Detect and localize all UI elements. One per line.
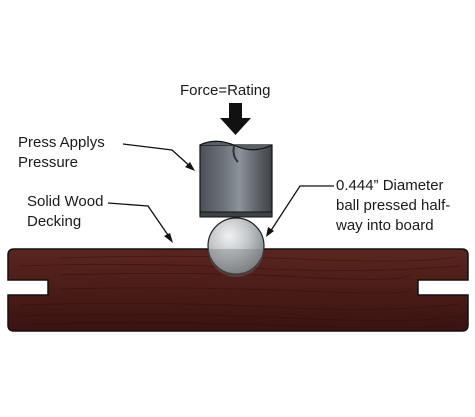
ball-label-line-2: ball pressed half- xyxy=(336,197,451,214)
board-body xyxy=(7,248,469,332)
wood-label-line-1: Solid Wood xyxy=(27,193,104,210)
leader-lines xyxy=(107,143,334,243)
press-label-line-1: Press Applys xyxy=(18,134,105,151)
press-leader-line xyxy=(122,143,193,169)
wood-leader-line xyxy=(107,202,171,239)
press-label: Press Applys Pressure xyxy=(18,133,105,173)
wood-label: Solid Wood Decking xyxy=(27,192,103,232)
down-arrow-icon xyxy=(220,103,251,135)
force-label: Force=Rating xyxy=(180,82,271,99)
ball-label: 0.444” Diameter ball pressed half- way i… xyxy=(336,176,450,236)
press-cylinder xyxy=(199,140,273,218)
wood-label-line-2: Decking xyxy=(27,213,82,230)
wood-board xyxy=(7,248,469,332)
ball-label-line-3: way into board xyxy=(336,217,434,234)
steel-ball xyxy=(207,217,265,277)
ball-label-line-1: 0.444” Diameter xyxy=(336,177,444,194)
press-label-line-2: Pressure xyxy=(18,154,79,171)
ball-leader-line xyxy=(269,185,334,233)
